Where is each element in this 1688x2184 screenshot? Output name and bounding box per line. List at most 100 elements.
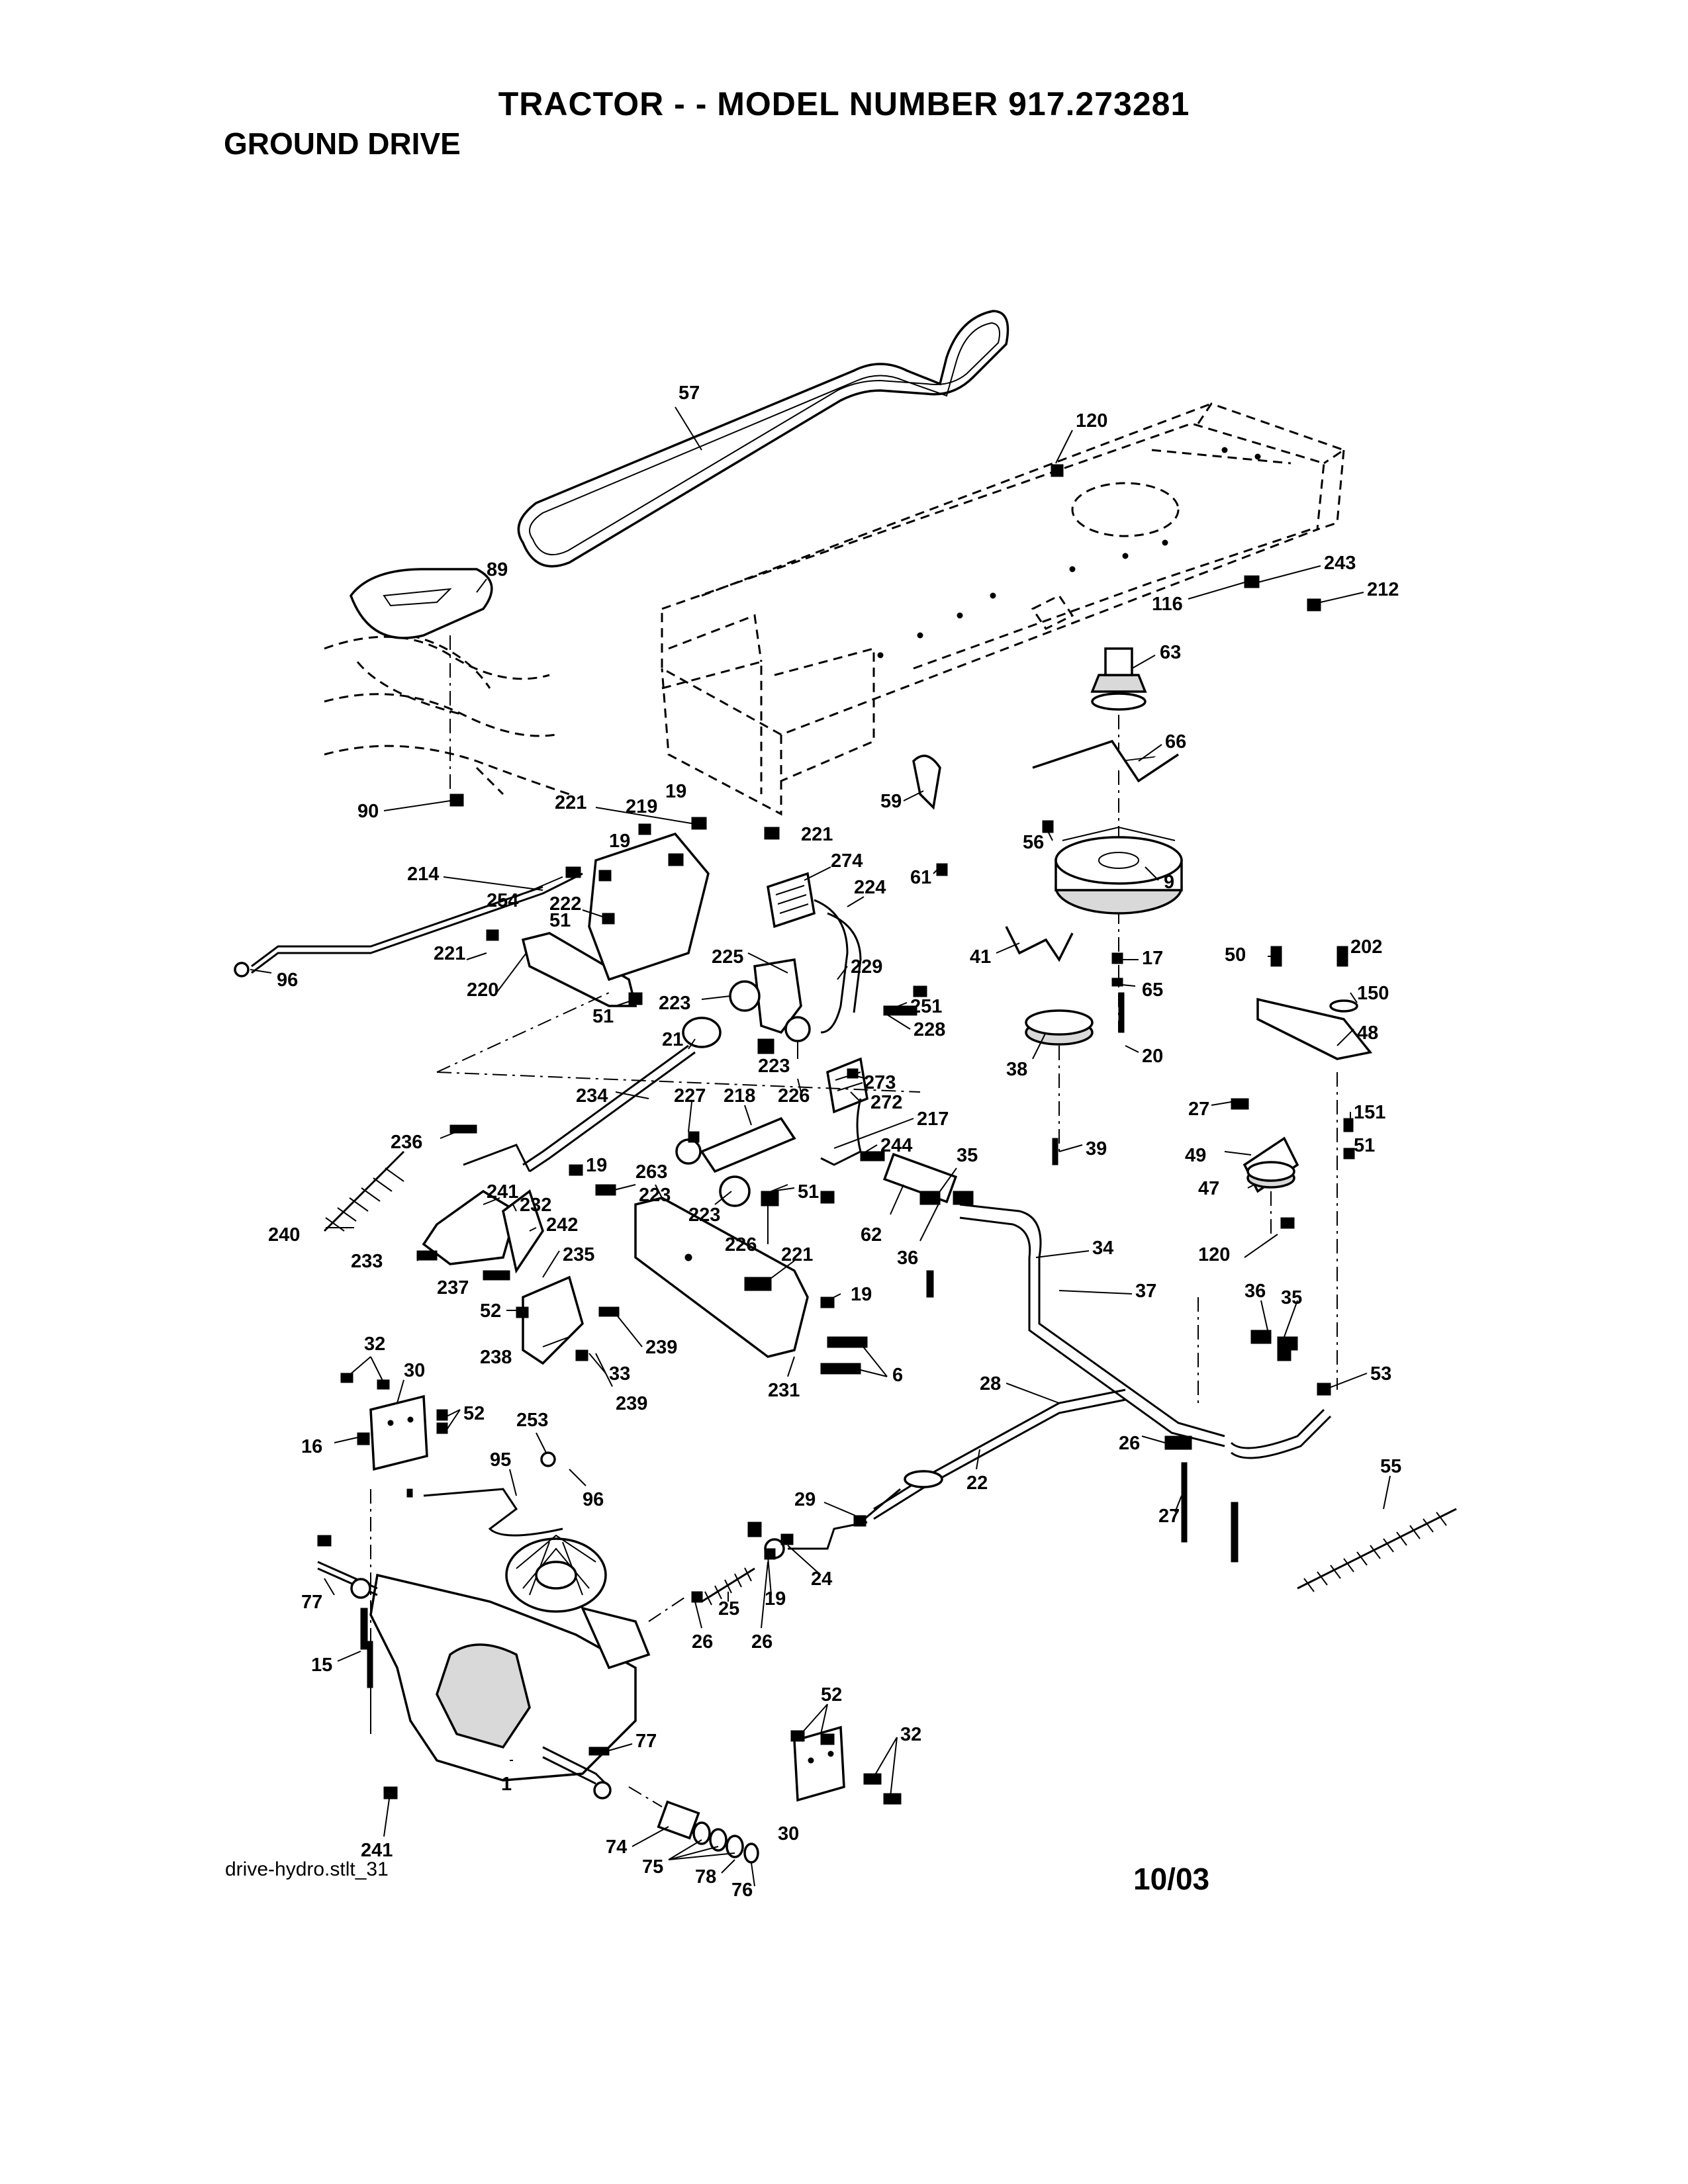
callout-19: 19 <box>851 1284 872 1305</box>
callout-19: 19 <box>765 1588 786 1610</box>
callout-237: 237 <box>437 1277 469 1298</box>
callout-238: 238 <box>480 1347 512 1368</box>
callout-212: 212 <box>1367 579 1399 600</box>
callout-221: 221 <box>801 824 833 845</box>
callout-78: 78 <box>695 1866 716 1888</box>
callout-77: 77 <box>301 1592 322 1613</box>
callout-51: 51 <box>549 910 571 931</box>
lever-bracket <box>634 1197 809 1358</box>
hydrostatic-transaxle <box>317 1534 651 1799</box>
callout-59: 59 <box>880 791 902 812</box>
callout-221: 221 <box>555 792 586 813</box>
callout-25: 25 <box>718 1598 739 1619</box>
callout-231: 231 <box>768 1380 800 1401</box>
callout-223: 223 <box>758 1056 790 1077</box>
callout-19: 19 <box>609 831 630 852</box>
callout-22: 22 <box>966 1473 988 1494</box>
cross-shaft <box>959 1203 1225 1437</box>
callout-241: 241 <box>361 1840 393 1861</box>
callout-236: 236 <box>391 1132 422 1153</box>
callout-1: 1 <box>501 1774 512 1795</box>
callout-232: 232 <box>520 1195 551 1216</box>
callout-15: 15 <box>311 1655 332 1676</box>
callout-52: 52 <box>463 1403 485 1424</box>
callout-27: 27 <box>1158 1506 1180 1527</box>
clutch-assembly <box>1025 647 1183 1152</box>
callout-56: 56 <box>1023 832 1044 853</box>
callout-241: 241 <box>487 1181 518 1203</box>
callout-21: 21 <box>662 1029 683 1050</box>
callout-50: 50 <box>1225 944 1246 966</box>
callout-233: 233 <box>351 1251 383 1272</box>
callout-52: 52 <box>821 1684 842 1706</box>
callout-57: 57 <box>679 383 700 404</box>
callout-228: 228 <box>914 1019 945 1040</box>
callout-244: 244 <box>880 1135 912 1156</box>
section-title: GROUND DRIVE <box>224 126 461 161</box>
axle-bracket-right <box>793 1725 845 1802</box>
callout-222: 222 <box>549 893 581 915</box>
callout-61: 61 <box>910 867 931 888</box>
shift-knob <box>682 1017 722 1048</box>
callout-234: 234 <box>576 1085 608 1107</box>
callout-37: 37 <box>1135 1281 1156 1302</box>
callout-35: 35 <box>957 1145 978 1166</box>
callout-96: 96 <box>277 970 298 991</box>
callout-263: 263 <box>635 1161 667 1183</box>
tractor-frame-outline <box>661 402 1346 816</box>
axle-bracket-left <box>369 1394 428 1471</box>
callout-labels: 57 120 243 116 212 89 63 66 59 90 19 219… <box>268 383 1401 1901</box>
callout-48: 48 <box>1357 1023 1378 1044</box>
callout-76: 76 <box>731 1880 753 1901</box>
callout-224: 224 <box>854 877 886 898</box>
callout-223: 223 <box>688 1205 720 1226</box>
callout-90: 90 <box>357 801 379 822</box>
callout-27: 27 <box>1188 1099 1209 1120</box>
callout-229: 229 <box>851 956 882 978</box>
callout-221: 221 <box>434 943 465 964</box>
file-name: drive-hydro.stlt_31 <box>225 1858 389 1880</box>
callout-273: 273 <box>864 1072 896 1093</box>
callout-66: 66 <box>1165 731 1186 752</box>
callout-35: 35 <box>1281 1287 1302 1308</box>
callout-30: 30 <box>778 1823 799 1844</box>
callout-63: 63 <box>1160 642 1181 663</box>
callout-65: 65 <box>1142 979 1163 1001</box>
callout-239: 239 <box>616 1393 647 1414</box>
callout-28: 28 <box>980 1373 1001 1394</box>
callout-41: 41 <box>970 946 991 968</box>
callout-220: 220 <box>467 979 498 1001</box>
revision-date: 10/03 <box>1133 1862 1210 1896</box>
callout-29: 29 <box>794 1489 816 1510</box>
leader-lines <box>250 406 1391 1887</box>
callout-34: 34 <box>1092 1238 1113 1259</box>
callout-240: 240 <box>268 1224 300 1246</box>
callout-19: 19 <box>586 1155 607 1176</box>
callout-116: 116 <box>1152 594 1183 615</box>
callout-30: 30 <box>404 1360 425 1381</box>
fender-outline <box>324 634 570 796</box>
callout-150: 150 <box>1357 983 1389 1004</box>
callout-239: 239 <box>645 1337 677 1358</box>
tension-spring <box>1297 1508 1457 1590</box>
callout-151: 151 <box>1354 1102 1385 1123</box>
callout-89: 89 <box>487 559 508 580</box>
idler-bracket-assembly <box>1243 997 1373 1390</box>
callout-32: 32 <box>900 1724 921 1745</box>
callout-235: 235 <box>563 1244 594 1265</box>
callout-219: 219 <box>626 796 657 817</box>
callout-51: 51 <box>798 1181 819 1203</box>
callout-26: 26 <box>1119 1433 1140 1454</box>
callout-227: 227 <box>674 1085 706 1107</box>
fasteners <box>317 464 1355 1805</box>
callout-226: 226 <box>778 1085 810 1107</box>
callout-39: 39 <box>1086 1138 1107 1160</box>
callout-75: 75 <box>642 1856 663 1878</box>
drive-belt <box>517 310 1009 568</box>
callout-254: 254 <box>487 890 518 911</box>
callout-95: 95 <box>490 1449 511 1471</box>
callout-26: 26 <box>692 1631 713 1653</box>
callout-96: 96 <box>583 1489 604 1510</box>
callout-74: 74 <box>606 1837 627 1858</box>
